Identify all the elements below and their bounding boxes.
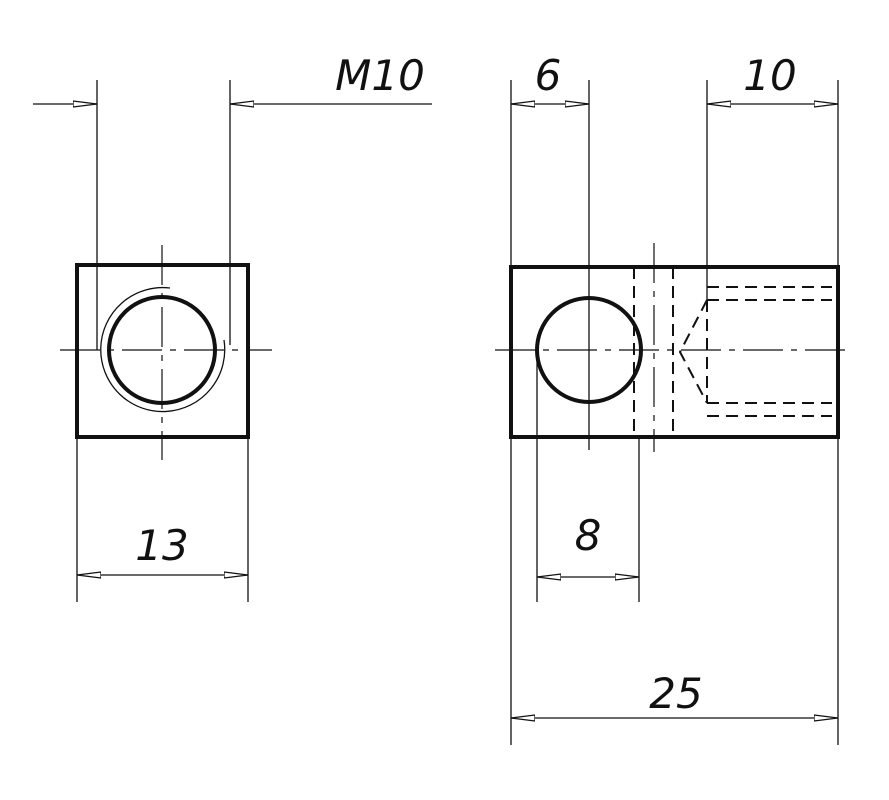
hole-offset-label: 6 [535, 51, 562, 100]
thread-depth-label: 10 [743, 51, 796, 100]
width-label: 13 [135, 521, 188, 570]
hole-diameter-label: 8 [575, 511, 602, 560]
length-label: 25 [649, 669, 702, 718]
side-view: 6 10 8 25 [495, 51, 850, 745]
thread-arc [100, 286, 226, 413]
thread-label: M10 [335, 51, 425, 100]
front-view: M10 13 [33, 51, 432, 602]
side-outline [509, 265, 840, 439]
